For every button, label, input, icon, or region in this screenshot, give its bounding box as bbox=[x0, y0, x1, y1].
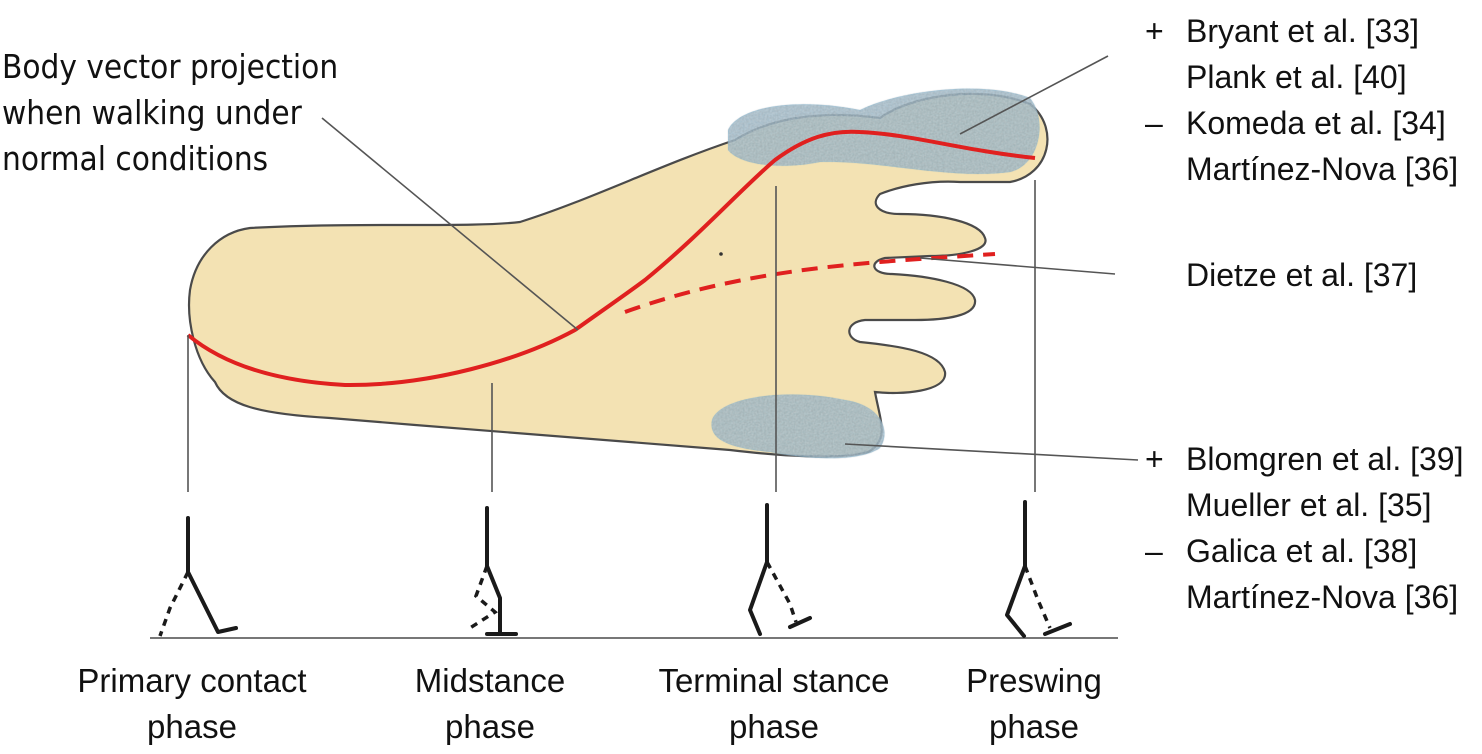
annotation-leader-line bbox=[321, 117, 579, 331]
preswing-leg-figure bbox=[1005, 500, 1072, 638]
toe-ref-1: Bryant et al. [33] bbox=[1186, 13, 1419, 49]
toe-references: + Bryant et al. [33] Plank et al. [40] –… bbox=[1145, 13, 1458, 187]
phase-label-preswing-2: phase bbox=[989, 708, 1079, 745]
phase-label-primary-contact: Primary contact bbox=[77, 662, 306, 699]
annotation-line-2: when walking under bbox=[2, 93, 303, 132]
heel-ref-1: Blomgren et al. [39] bbox=[1186, 441, 1463, 477]
heel-ref-3: Galica et al. [38] bbox=[1186, 533, 1417, 569]
body-vector-dashed-line bbox=[624, 252, 996, 314]
body-vector-line bbox=[186, 129, 1036, 388]
midstance-leg-figure bbox=[469, 506, 518, 636]
heel-leader-line bbox=[844, 443, 1139, 461]
heel-ref-sign-3: – bbox=[1145, 533, 1163, 569]
toe-ref-2: Plank et al. [40] bbox=[1186, 59, 1407, 95]
midline-leader-line bbox=[919, 257, 1116, 275]
heel-ref-sign-1: + bbox=[1145, 441, 1164, 477]
annotation-line-3: normal conditions bbox=[2, 139, 268, 178]
toe-ref-sign-1: + bbox=[1145, 13, 1164, 49]
terminal-stance-leg-figure bbox=[748, 503, 812, 636]
heel-pressure-region bbox=[711, 394, 885, 459]
phase-label-preswing: Preswing bbox=[966, 662, 1102, 699]
toe-leader-line bbox=[959, 55, 1109, 135]
primary-contact-leg-figure bbox=[158, 516, 238, 637]
phase-labels: Primary contact phase Midstance phase Te… bbox=[77, 662, 1101, 745]
phase-label-midstance-2: phase bbox=[445, 708, 535, 745]
midline-ref-1: Dietze et al. [37] bbox=[1186, 257, 1417, 293]
heel-ref-4: Martínez-Nova [36] bbox=[1186, 579, 1458, 615]
heel-references: + Blomgren et al. [39] Mueller et al. [3… bbox=[1145, 441, 1463, 615]
phase-label-midstance: Midstance bbox=[415, 662, 565, 699]
phase-label-terminal-stance-2: phase bbox=[729, 708, 819, 745]
phase-label-terminal-stance: Terminal stance bbox=[658, 662, 889, 699]
foot-center-dot bbox=[719, 252, 723, 256]
heel-ref-2: Mueller et al. [35] bbox=[1186, 487, 1431, 523]
annotation-line-1: Body vector projection bbox=[2, 47, 338, 86]
phase-label-primary-contact-2: phase bbox=[147, 708, 237, 745]
annotation-label: Body vector projection when walking unde… bbox=[2, 47, 348, 178]
toe-pressure-region bbox=[728, 88, 1040, 174]
toe-ref-sign-3: – bbox=[1145, 105, 1163, 141]
toe-ref-4: Martínez-Nova [36] bbox=[1186, 151, 1458, 187]
toe-ref-3: Komeda et al. [34] bbox=[1186, 105, 1446, 141]
